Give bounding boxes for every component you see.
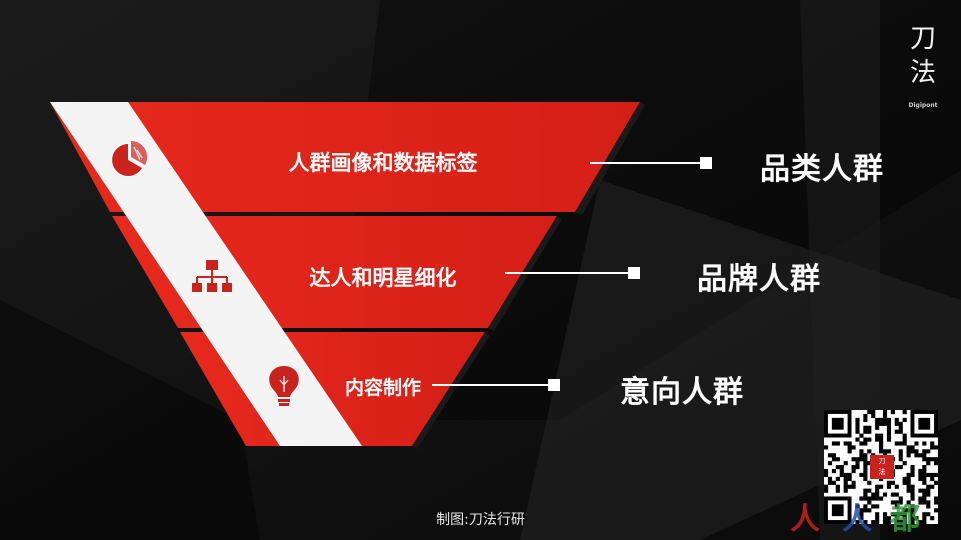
target-2-label: 品牌人群 [697, 262, 821, 297]
bg-shade-3 [0, 300, 260, 540]
pie-chart-icon [112, 140, 148, 176]
logo-subtitle: Digipont [908, 102, 938, 109]
logo: 刀 法 [906, 22, 940, 90]
qr-code [824, 410, 939, 525]
qr-center-char-1: 刀 [878, 457, 886, 465]
logo-char-2: 法 [909, 58, 936, 88]
qr-code-pattern [824, 410, 939, 525]
target-3-label: 意向人群 [620, 375, 744, 410]
watermark-char-1: 人 [790, 502, 820, 537]
watermark-char-2: 人 [842, 502, 872, 537]
qr-center-logo: 刀 法 [870, 455, 894, 479]
connector-marker-1 [700, 157, 712, 169]
funnel-tier-3-edge [412, 332, 490, 449]
diagonal-band [50, 102, 362, 446]
funnel-tier-1-edge [575, 102, 645, 215]
connector-marker-2 [628, 267, 640, 279]
funnel-tier-1 [50, 102, 640, 212]
tier-1-label: 人群画像和数据标签 [288, 151, 478, 175]
logo-char-1: 刀 [909, 24, 936, 54]
watermark-char-3: 都 [890, 502, 920, 537]
target-1-label: 品类人群 [760, 152, 884, 187]
org-chart-icon [192, 260, 232, 292]
credit-text: 制图:刀法行研 [436, 512, 525, 528]
tier-3-label: 内容制作 [344, 377, 422, 399]
tier-2-label: 达人和明星细化 [309, 266, 457, 290]
lightbulb-icon [269, 366, 299, 406]
bg-shade-4 [800, 0, 880, 540]
connector-marker-3 [548, 379, 560, 391]
qr-center-char-2: 法 [878, 468, 886, 476]
